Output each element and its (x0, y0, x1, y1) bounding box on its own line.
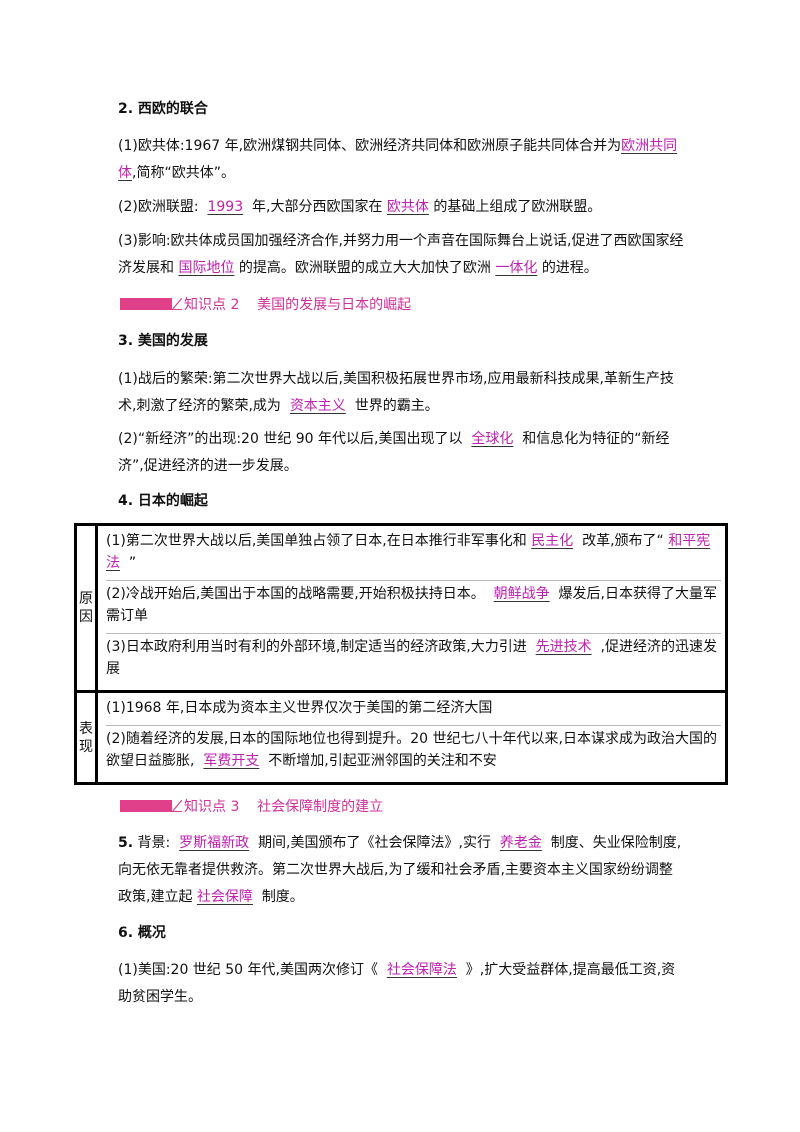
japan-rise-table: 原因 (1)第二次世界大战以后,美国单独占领了日本,在日本推行非军事化和 民主化… (74, 523, 728, 785)
table-cell-item: (1)1968 年,日本成为资本主义世界仅次于美国的第二经济大国 (106, 695, 721, 726)
row-label-performance: 表现 (74, 690, 98, 785)
table-cell-item: (2)冷战开始后,美国出于本国的战略需要,开始积极扶持日本。 朝鲜战争 爆发后,… (106, 581, 721, 634)
paragraph-5: 5. 背景: 罗斯福新政 期间,美国颁布了《社会保障法》,实行 养老金 制度、失… (118, 835, 682, 905)
answer-blank: 一体化 (495, 260, 538, 276)
banner-bar-icon (120, 800, 182, 812)
answer-blank: 国际地位 (178, 260, 235, 276)
paragraph-3-2: (2)“新经济”的出现:20 世纪 90 年代以后,美国出现了以 全球化 和信息… (118, 431, 670, 474)
table-row: 原因 (1)第二次世界大战以后,美国单独占领了日本,在日本推行非军事化和 民主化… (74, 523, 728, 693)
answer-blank: 资本主义 (289, 398, 346, 414)
section-title-2: 2. 西欧的联合 (118, 101, 208, 117)
banner-bar-icon (120, 298, 182, 310)
knowledge-point-banner-3: 知识点 3 社会保障制度的建立 (120, 796, 383, 816)
table-cell-item: (1)第二次世界大战以后,美国单独占领了日本,在日本推行非军事化和 民主化 改革… (106, 528, 721, 581)
answer-blank: 先进技术 (535, 639, 592, 655)
paragraph-3-1: (1)战后的繁荣:第二次世界大战以后,美国积极拓展世界市场,应用最新科技成果,革… (118, 371, 674, 414)
row-label-cause: 原因 (74, 523, 98, 693)
answer-blank: 民主化 (531, 533, 574, 549)
answer-blank: 社会保障法 (386, 962, 457, 978)
section-title-3: 3. 美国的发展 (118, 333, 208, 349)
answer-blank: 和平宪法 (106, 533, 711, 571)
section-title-4: 4. 日本的崛起 (118, 493, 208, 509)
paragraph-2-1: (1)欧共体:1967 年,欧洲煤钢共同体、欧洲经济共同体和欧洲原子能共同体合并… (118, 138, 678, 181)
answer-blank: 军费开支 (203, 753, 260, 769)
paragraph-2-3: (3)影响:欧共体成员国加强经济合作,并努力用一个声音在国际舞台上说话,促进了西… (118, 233, 684, 276)
paragraph-2-2: (2)欧洲联盟: 1993 年,大部分西欧国家在 欧共体 的基础上组成了欧洲联盟… (118, 199, 602, 215)
table-row: 表现 (1)1968 年,日本成为资本主义世界仅次于美国的第二经济大国 (2)随… (74, 690, 728, 785)
knowledge-point-banner-2: 知识点 2 美国的发展与日本的崛起 (120, 294, 411, 314)
answer-blank: 社会保障 (196, 889, 253, 905)
answer-blank: 全球化 (471, 431, 514, 447)
answer-blank: 朝鲜战争 (493, 586, 550, 602)
answer-blank: 欧洲共同体 (118, 138, 678, 181)
paragraph-6-1: (1)美国:20 世纪 50 年代,美国两次修订《 社会保障法 》,扩大受益群体… (118, 962, 676, 1005)
answer-blank: 养老金 (499, 835, 542, 851)
table-cell-item: (2)随着经济的发展,日本的国际地位也得到提升。20 世纪七八十年代以来,日本谋… (106, 731, 717, 769)
answer-blank: 1993 (207, 199, 244, 215)
answer-blank: 欧共体 (386, 199, 429, 215)
answer-blank: 罗斯福新政 (179, 835, 250, 851)
section-title-6: 6. 概况 (118, 925, 166, 941)
table-cell-item: (3)日本政府利用当时有利的外部环境,制定适当的经济政策,大力引进 先进技术 ,… (106, 639, 717, 677)
